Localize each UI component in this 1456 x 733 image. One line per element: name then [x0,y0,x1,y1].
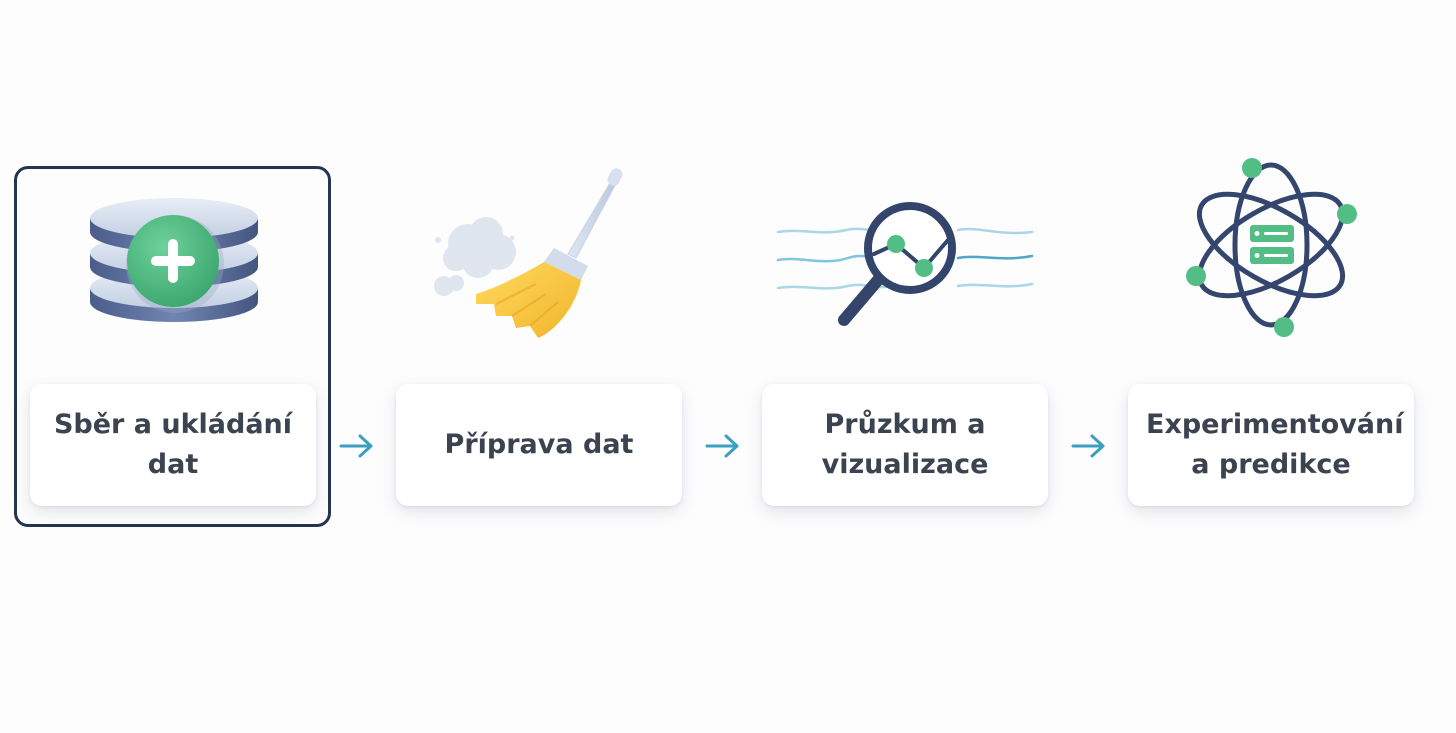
database-add-icon [90,198,258,322]
step-label: Experimentování a predikce [1146,409,1404,480]
selected-step-frame [14,166,331,527]
arrow-right-icon [1071,434,1105,458]
step-card-exploration[interactable]: Průzkum a vizualizace [762,384,1048,506]
step-card-preparation[interactable]: Příprava dat [396,384,682,506]
atom-server-icon [1186,158,1357,337]
step-card-collection[interactable]: Sběr a ukládání dat [30,384,316,506]
step-label: Příprava dat [444,429,634,460]
step-card-experimentation[interactable]: Experimentování a predikce [1128,384,1414,506]
step-label: Sběr a ukládání dat [53,409,293,480]
magnifier-chart-icon [776,202,1034,326]
broom-icon [434,168,623,338]
step-label: Průzkum a vizualizace [821,409,989,480]
arrow-right-icon [705,434,739,458]
arrow-right-icon [339,434,373,458]
